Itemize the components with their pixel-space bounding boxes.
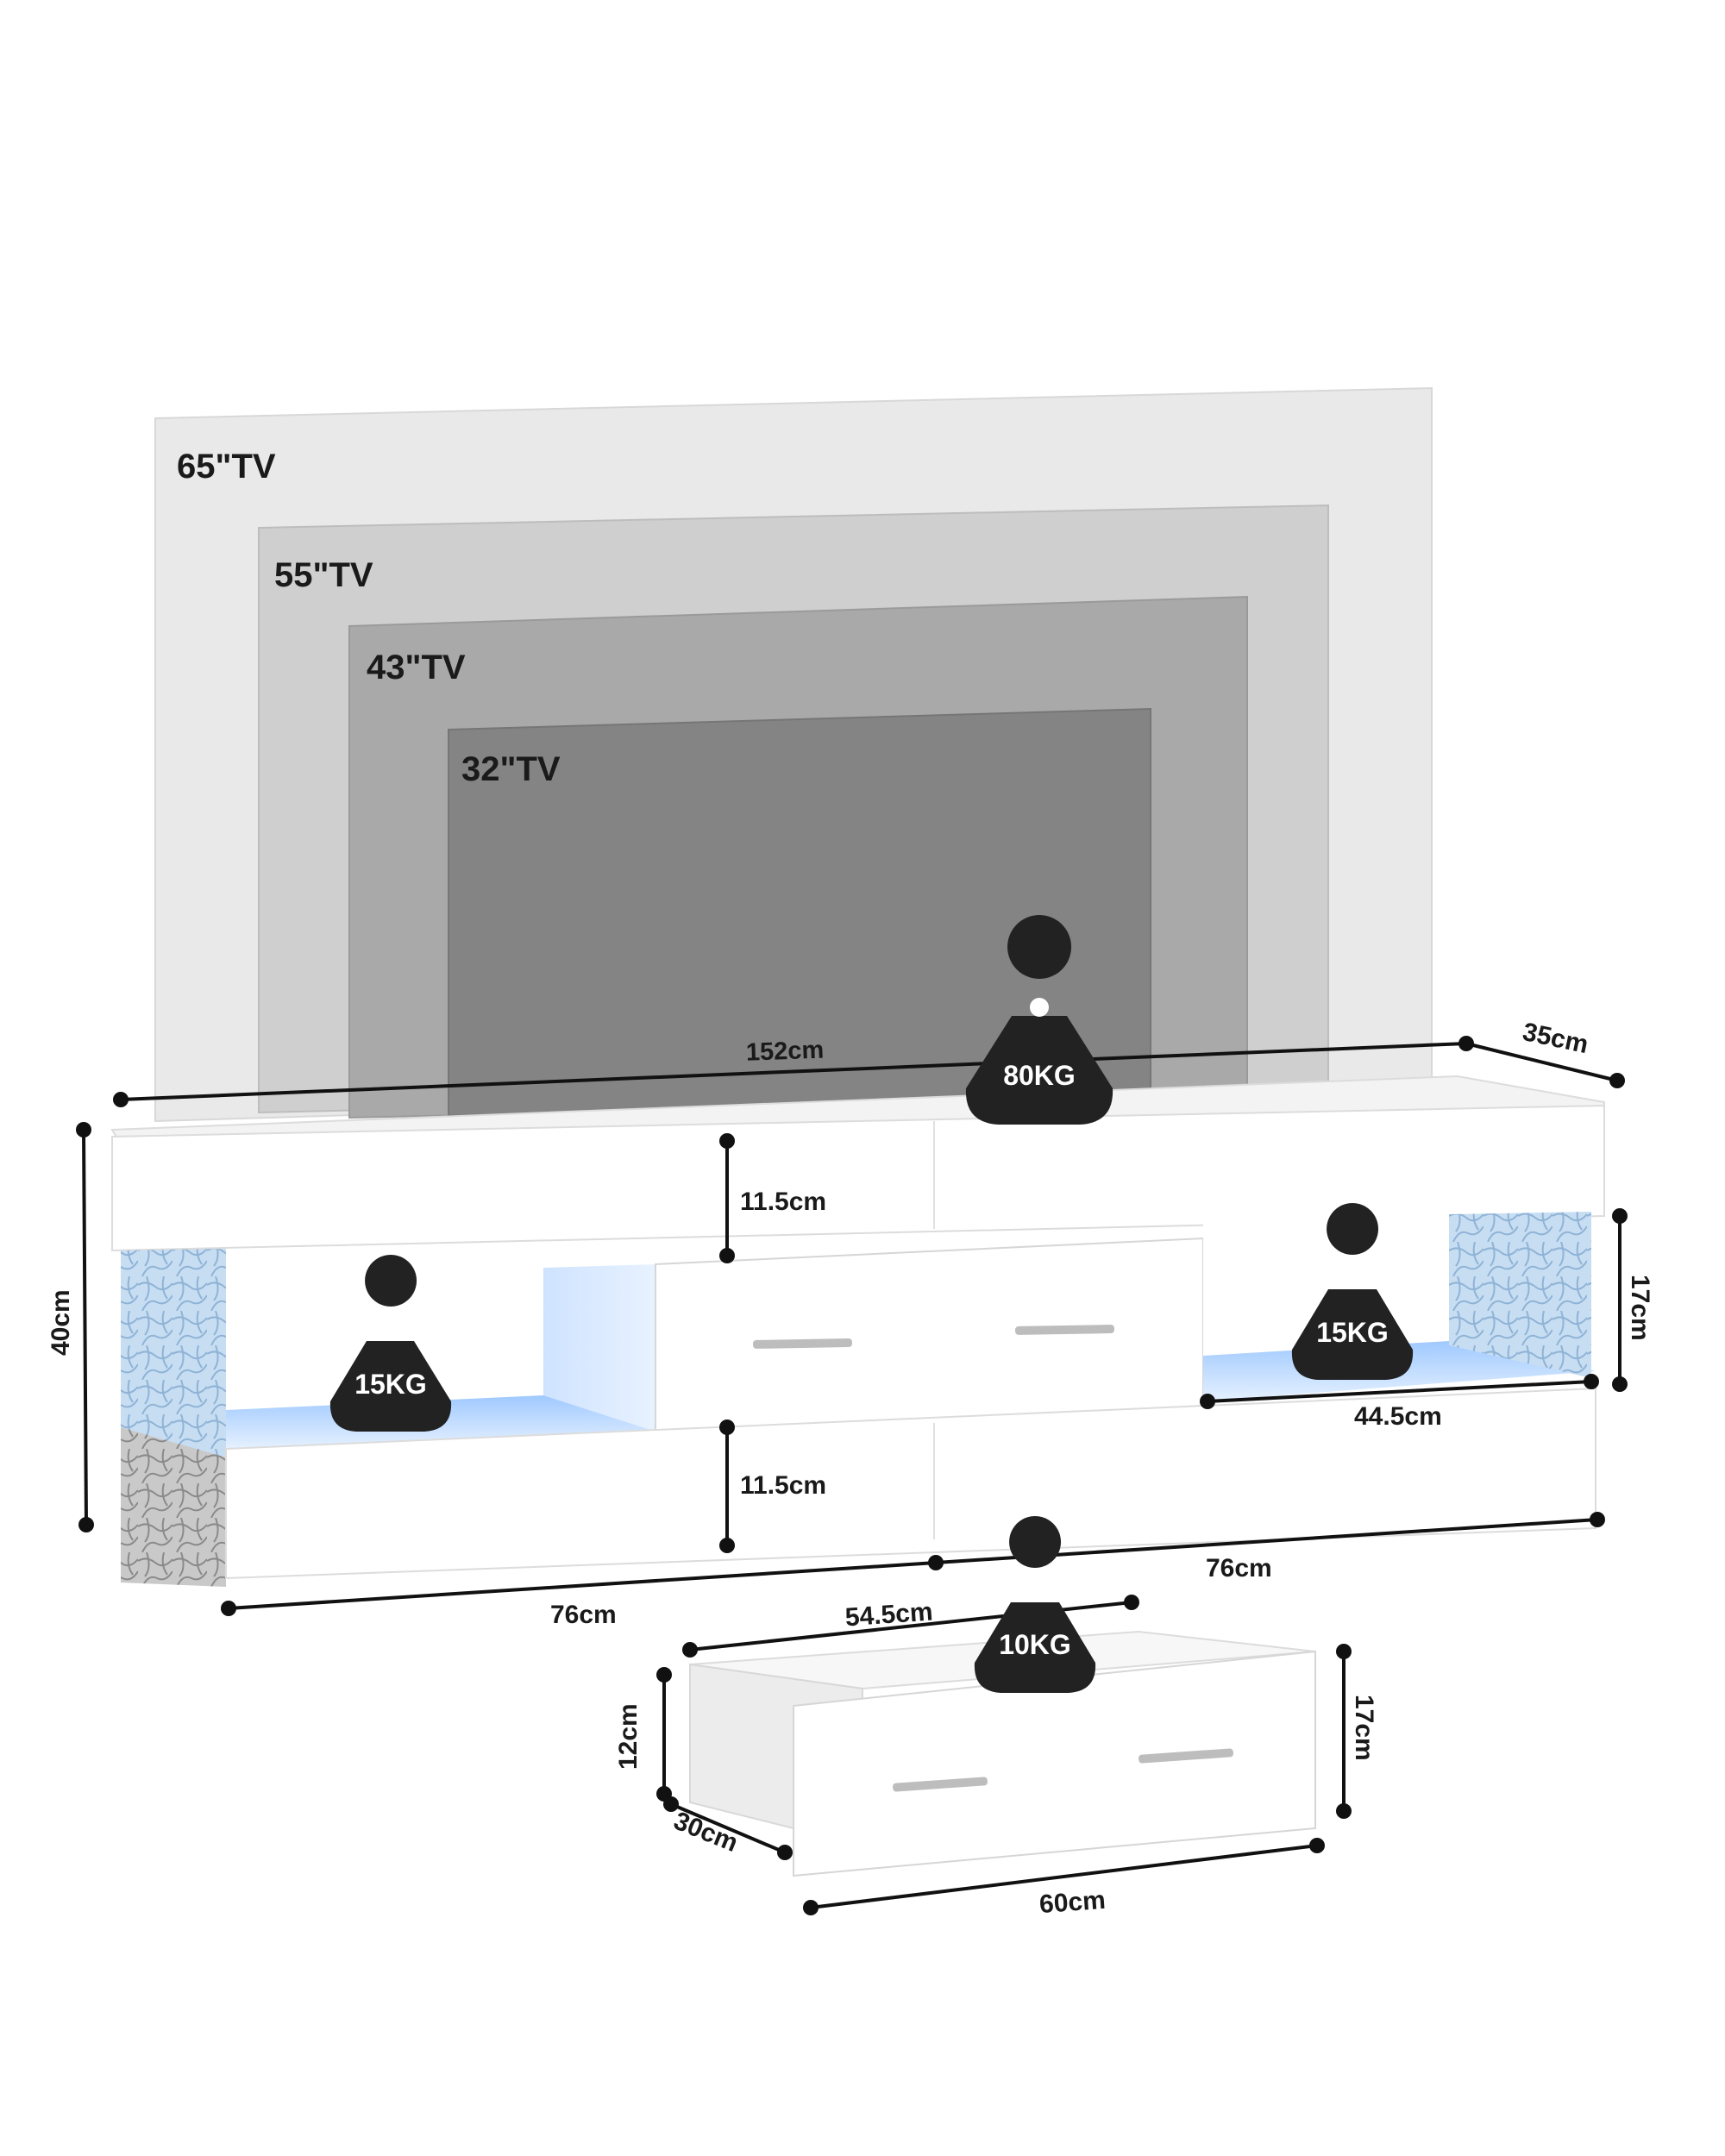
kettlebell-icon: [1291, 1203, 1414, 1380]
left-compartment-led-wall: [543, 1264, 656, 1432]
dim-drawer-inner-height: 12cm: [614, 1703, 643, 1770]
weight-badge-drawer: 10KG: [974, 1516, 1096, 1693]
left-glass-panel-lower: [121, 1427, 226, 1587]
dim-left-half-width: 76cm: [550, 1601, 617, 1629]
dim-drawer-outer-width: 60cm: [1038, 1886, 1107, 1919]
weight-drawer-label: 10KG: [999, 1629, 1071, 1660]
dim-depth: 35cm: [1520, 1018, 1590, 1059]
weight-right-label: 15KG: [1316, 1317, 1389, 1348]
drawer-right-handle: [1138, 1748, 1233, 1764]
dim-drawer-depth: 30cm: [670, 1807, 743, 1858]
kettlebell-icon: [965, 915, 1113, 1125]
weight-badge-top: 80KG: [965, 915, 1113, 1125]
kettlebell-icon: [974, 1516, 1096, 1693]
tv-32-label: 32"TV: [461, 750, 561, 788]
right-glass-panel: [1449, 1212, 1591, 1378]
drawer-left-handle: [893, 1777, 988, 1792]
stand-top-slab: [111, 1104, 1605, 1252]
dim-side-compartment-width: 44.5cm: [1354, 1402, 1442, 1431]
dim-total-width: 152cm: [745, 1037, 824, 1067]
center-drawer-left-handle: [752, 1338, 853, 1349]
tv-stand-cabinet: [110, 1075, 1605, 1587]
dimension-lines: 152cm 35cm 40cm 11.5cm 11.5cm 17cm 44.5c…: [47, 1018, 1654, 1919]
tv-size-panels: 65"TV 55"TV 43"TV 32"TV: [154, 386, 1433, 1123]
weight-top-label: 80KG: [1003, 1060, 1076, 1091]
dim-right-half-width: 76cm: [1206, 1554, 1272, 1583]
stand-bottom-slab: [225, 1387, 1596, 1580]
center-drawer-front: [655, 1237, 1204, 1435]
weight-badge-right: 15KG: [1291, 1203, 1414, 1380]
tv-43-label: 43"TV: [367, 649, 466, 686]
dim-top-drawer-height: 11.5cm: [740, 1188, 826, 1216]
weight-left-label: 15KG: [354, 1369, 427, 1400]
tv-65-label: 65"TV: [177, 448, 276, 486]
kettlebell-icon: [329, 1255, 452, 1432]
weight-badge-left: 15KG: [329, 1255, 452, 1432]
dim-bottom-drawer-height: 11.5cm: [740, 1471, 826, 1500]
drawer-front-panel: [793, 1650, 1316, 1877]
dim-drawer-inner-width: 54.5cm: [844, 1597, 934, 1632]
center-drawer-right-handle: [1014, 1325, 1115, 1335]
dim-height: 40cm: [47, 1289, 75, 1356]
tv-55-label: 55"TV: [274, 556, 373, 594]
weight-badges: 80KG 15KG 15KG 10KG: [329, 915, 1414, 1693]
dim-drawer-outer-height: 17cm: [1350, 1695, 1378, 1761]
left-glass-panel: [121, 1249, 226, 1459]
dim-side-compartment-height: 17cm: [1626, 1275, 1654, 1341]
